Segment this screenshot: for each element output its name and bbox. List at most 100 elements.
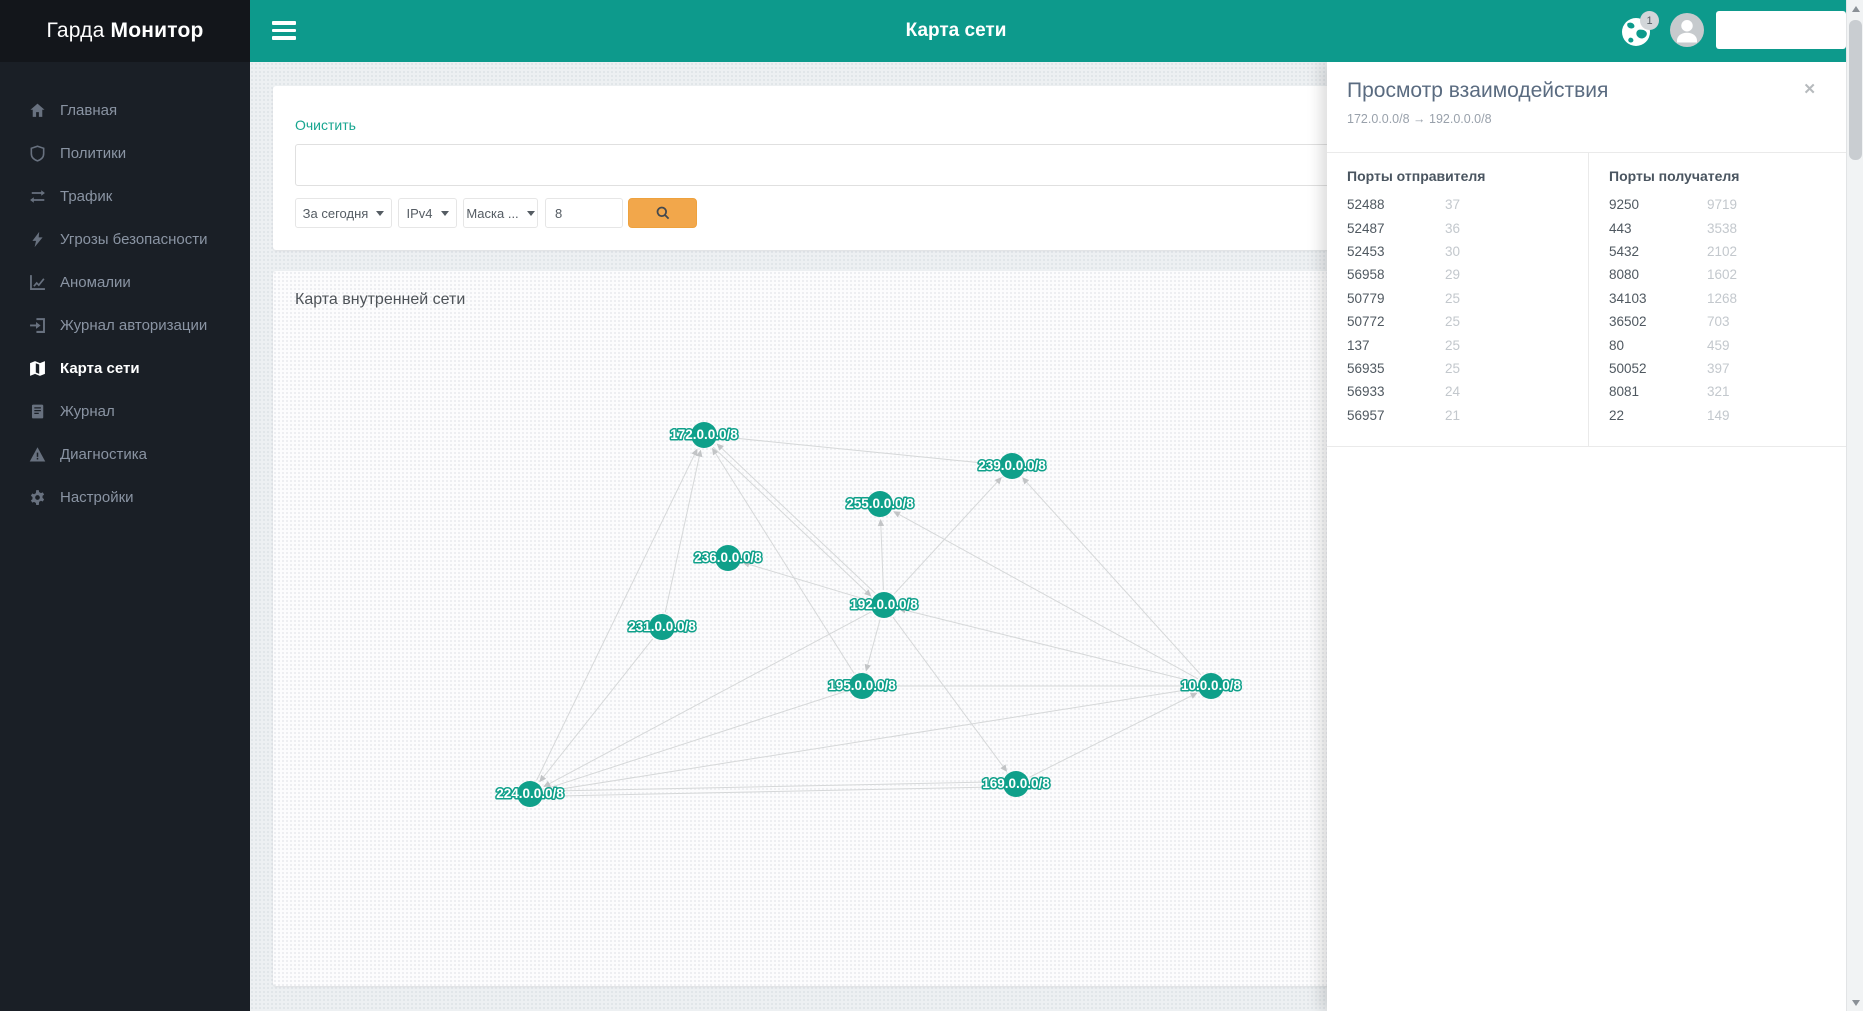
port-count: 25 (1445, 360, 1461, 376)
graph-edge (748, 563, 870, 602)
network-graph[interactable]: 172.0.0.0/8 239.0.0.0/8 255.0.0.0/8 236.0.0… (273, 271, 1823, 986)
network-node-169[interactable]: 169.0.0.0/8 (981, 771, 1052, 797)
port-number: 137 (1347, 337, 1370, 353)
graph-edge (899, 514, 1199, 680)
port-number: 34103 (1609, 290, 1647, 306)
graph-edge (892, 616, 1004, 767)
sender-ports-header: Порты отправителя (1347, 168, 1486, 184)
sidebar-item-2[interactable]: Политики (0, 132, 250, 175)
network-node-172[interactable]: 172.0.0.0/8 (669, 422, 740, 448)
journal-icon (29, 403, 46, 420)
sidebar-item-10[interactable]: Настройки (0, 476, 250, 519)
graph-edge (712, 446, 867, 593)
graph-edge (905, 609, 1197, 683)
scroll-up-icon[interactable] (1847, 0, 1863, 17)
ip-version-dropdown[interactable]: IPv4 (398, 198, 457, 228)
user-avatar[interactable] (1670, 13, 1704, 47)
sidebar-item-3[interactable]: Трафик (0, 175, 250, 218)
sidebar-item-1[interactable]: Главная (0, 89, 250, 132)
port-count: 397 (1707, 360, 1730, 376)
panel-subtitle: 172.0.0.0/8 → 192.0.0.0/8 (1347, 112, 1492, 126)
home-icon (29, 102, 46, 119)
port-count: 25 (1445, 290, 1461, 306)
sidebar-item-8[interactable]: Журнал (0, 390, 250, 433)
sidebar-item-label: Угрозы безопасности (60, 231, 208, 248)
search-button[interactable] (628, 198, 697, 228)
node-circle[interactable] (849, 673, 875, 699)
sidebar-item-4[interactable]: Угрозы безопасности (0, 218, 250, 261)
network-node-195[interactable]: 195.0.0.0/8 (827, 673, 898, 699)
network-node-224[interactable]: 224.0.0.0/8 (495, 781, 566, 807)
graph-edge (893, 481, 998, 595)
period-dropdown-value: За сегодня (302, 205, 369, 221)
network-node-255[interactable]: 255.0.0.0/8 (845, 491, 916, 517)
port-number: 80 (1609, 337, 1625, 353)
graph-edge-arrow-icon (994, 477, 1002, 485)
graph-edge-arrow-icon (1000, 764, 1008, 772)
node-circle[interactable] (999, 453, 1025, 479)
network-node-10[interactable]: 10.0.0.0/8 (1179, 673, 1243, 699)
node-circle[interactable] (1003, 771, 1029, 797)
topbar: Карта сети 1 (250, 0, 1846, 62)
network-node-239[interactable]: 239.0.0.0/8 (977, 453, 1048, 479)
scrollbar-thumb[interactable] (1849, 20, 1862, 160)
node-label: 224.0.0.0/8 (496, 786, 564, 801)
node-label: 10.0.0.0/8 (1181, 678, 1242, 693)
chevron-down-icon (526, 210, 535, 216)
brand-bold: Монитор (110, 19, 204, 42)
scroll-down-icon[interactable] (1847, 994, 1863, 1011)
receiver-ports-header: Порты получателя (1609, 168, 1740, 184)
node-circle[interactable] (867, 491, 893, 517)
node-circle[interactable] (871, 592, 897, 618)
sidebar-item-7[interactable]: Карта сети (0, 347, 250, 390)
node-circle[interactable] (1198, 673, 1224, 699)
port-count: 37 (1445, 197, 1461, 213)
mask-value-input[interactable] (545, 198, 623, 228)
warning-icon (29, 446, 46, 463)
network-node-236[interactable]: 236.0.0.0/8 (693, 545, 764, 571)
mask-dropdown-value: Маска ... (466, 205, 519, 221)
node-circle[interactable] (691, 422, 717, 448)
node-circle[interactable] (649, 614, 675, 640)
graph-edge (536, 454, 695, 781)
graph-edge-arrow-icon (539, 774, 547, 783)
port-count: 25 (1445, 337, 1461, 353)
interaction-panel: Просмотр взаимодействия 172.0.0.0/8 → 19… (1327, 62, 1846, 1011)
exchange-icon (29, 188, 46, 205)
sidebar-item-5[interactable]: Аномалии (0, 261, 250, 304)
node-circle[interactable] (715, 545, 741, 571)
clear-filters-link[interactable]: Очистить (295, 117, 356, 133)
graph-edge-arrow-icon (1189, 692, 1198, 699)
user-menu-box[interactable] (1716, 11, 1846, 49)
brand-logo[interactable]: Гарда Монитор (0, 0, 250, 62)
globe-notifications-button[interactable]: 1 (1620, 11, 1659, 49)
sidebar-item-6[interactable]: Журнал авторизации (0, 304, 250, 347)
network-node-192[interactable]: 192.0.0.0/8 (849, 592, 920, 618)
node-label: 192.0.0.0/8 (850, 597, 918, 612)
close-icon[interactable]: ✕ (1803, 81, 1816, 98)
map-title: Карта внутренней сети (295, 291, 466, 308)
vertical-scrollbar[interactable] (1846, 0, 1863, 1011)
port-number: 56957 (1347, 407, 1385, 423)
node-circle[interactable] (517, 781, 543, 807)
network-node-231[interactable]: 231.0.0.0/8 (627, 614, 698, 640)
mask-dropdown[interactable]: Маска ... (463, 198, 538, 228)
graph-edge-arrow-icon (691, 448, 698, 457)
hamburger-menu-icon[interactable] (272, 21, 296, 41)
chart-line-icon (29, 274, 46, 291)
port-count: 29 (1445, 267, 1461, 283)
period-dropdown[interactable]: За сегодня (295, 198, 392, 228)
sidebar-item-label: Карта сети (60, 360, 140, 377)
graph-edge-arrow-icon (1189, 682, 1196, 690)
search-icon (656, 206, 669, 220)
port-count: 25 (1445, 314, 1461, 330)
sidebar-item-9[interactable]: Диагностика (0, 433, 250, 476)
graph-edge-arrow-icon (711, 447, 719, 456)
